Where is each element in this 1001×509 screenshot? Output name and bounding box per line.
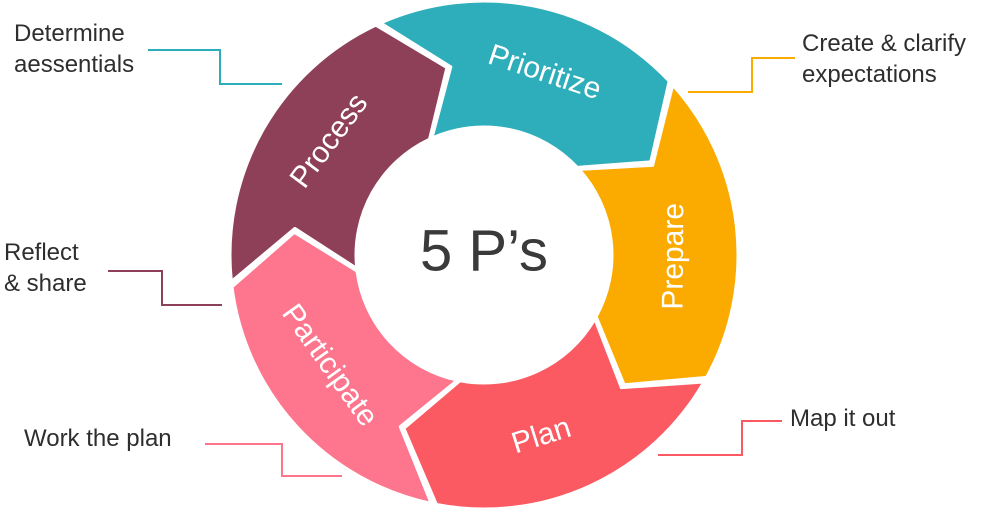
segment-process [228, 23, 449, 284]
note-plan: Map it out [790, 405, 896, 432]
connector-participate [205, 443, 342, 477]
connector-plan [658, 420, 782, 456]
segment-label-prepare: Prepare [657, 203, 691, 310]
note-process: Reflect & share [4, 239, 87, 297]
note-prioritize: Determine aessentials [14, 20, 135, 78]
note-participate: Work the plan [24, 425, 172, 452]
segment-prepare [577, 83, 740, 387]
connector-prepare [688, 57, 795, 93]
connector-process [108, 270, 222, 306]
segment-plan [402, 317, 706, 509]
segment-participate [230, 230, 459, 505]
center-title: 5 P’s [420, 218, 548, 283]
segment-prioritize [379, 0, 671, 169]
connector-prioritize [148, 49, 282, 85]
note-prepare: Create & clarify expectations [802, 30, 967, 88]
